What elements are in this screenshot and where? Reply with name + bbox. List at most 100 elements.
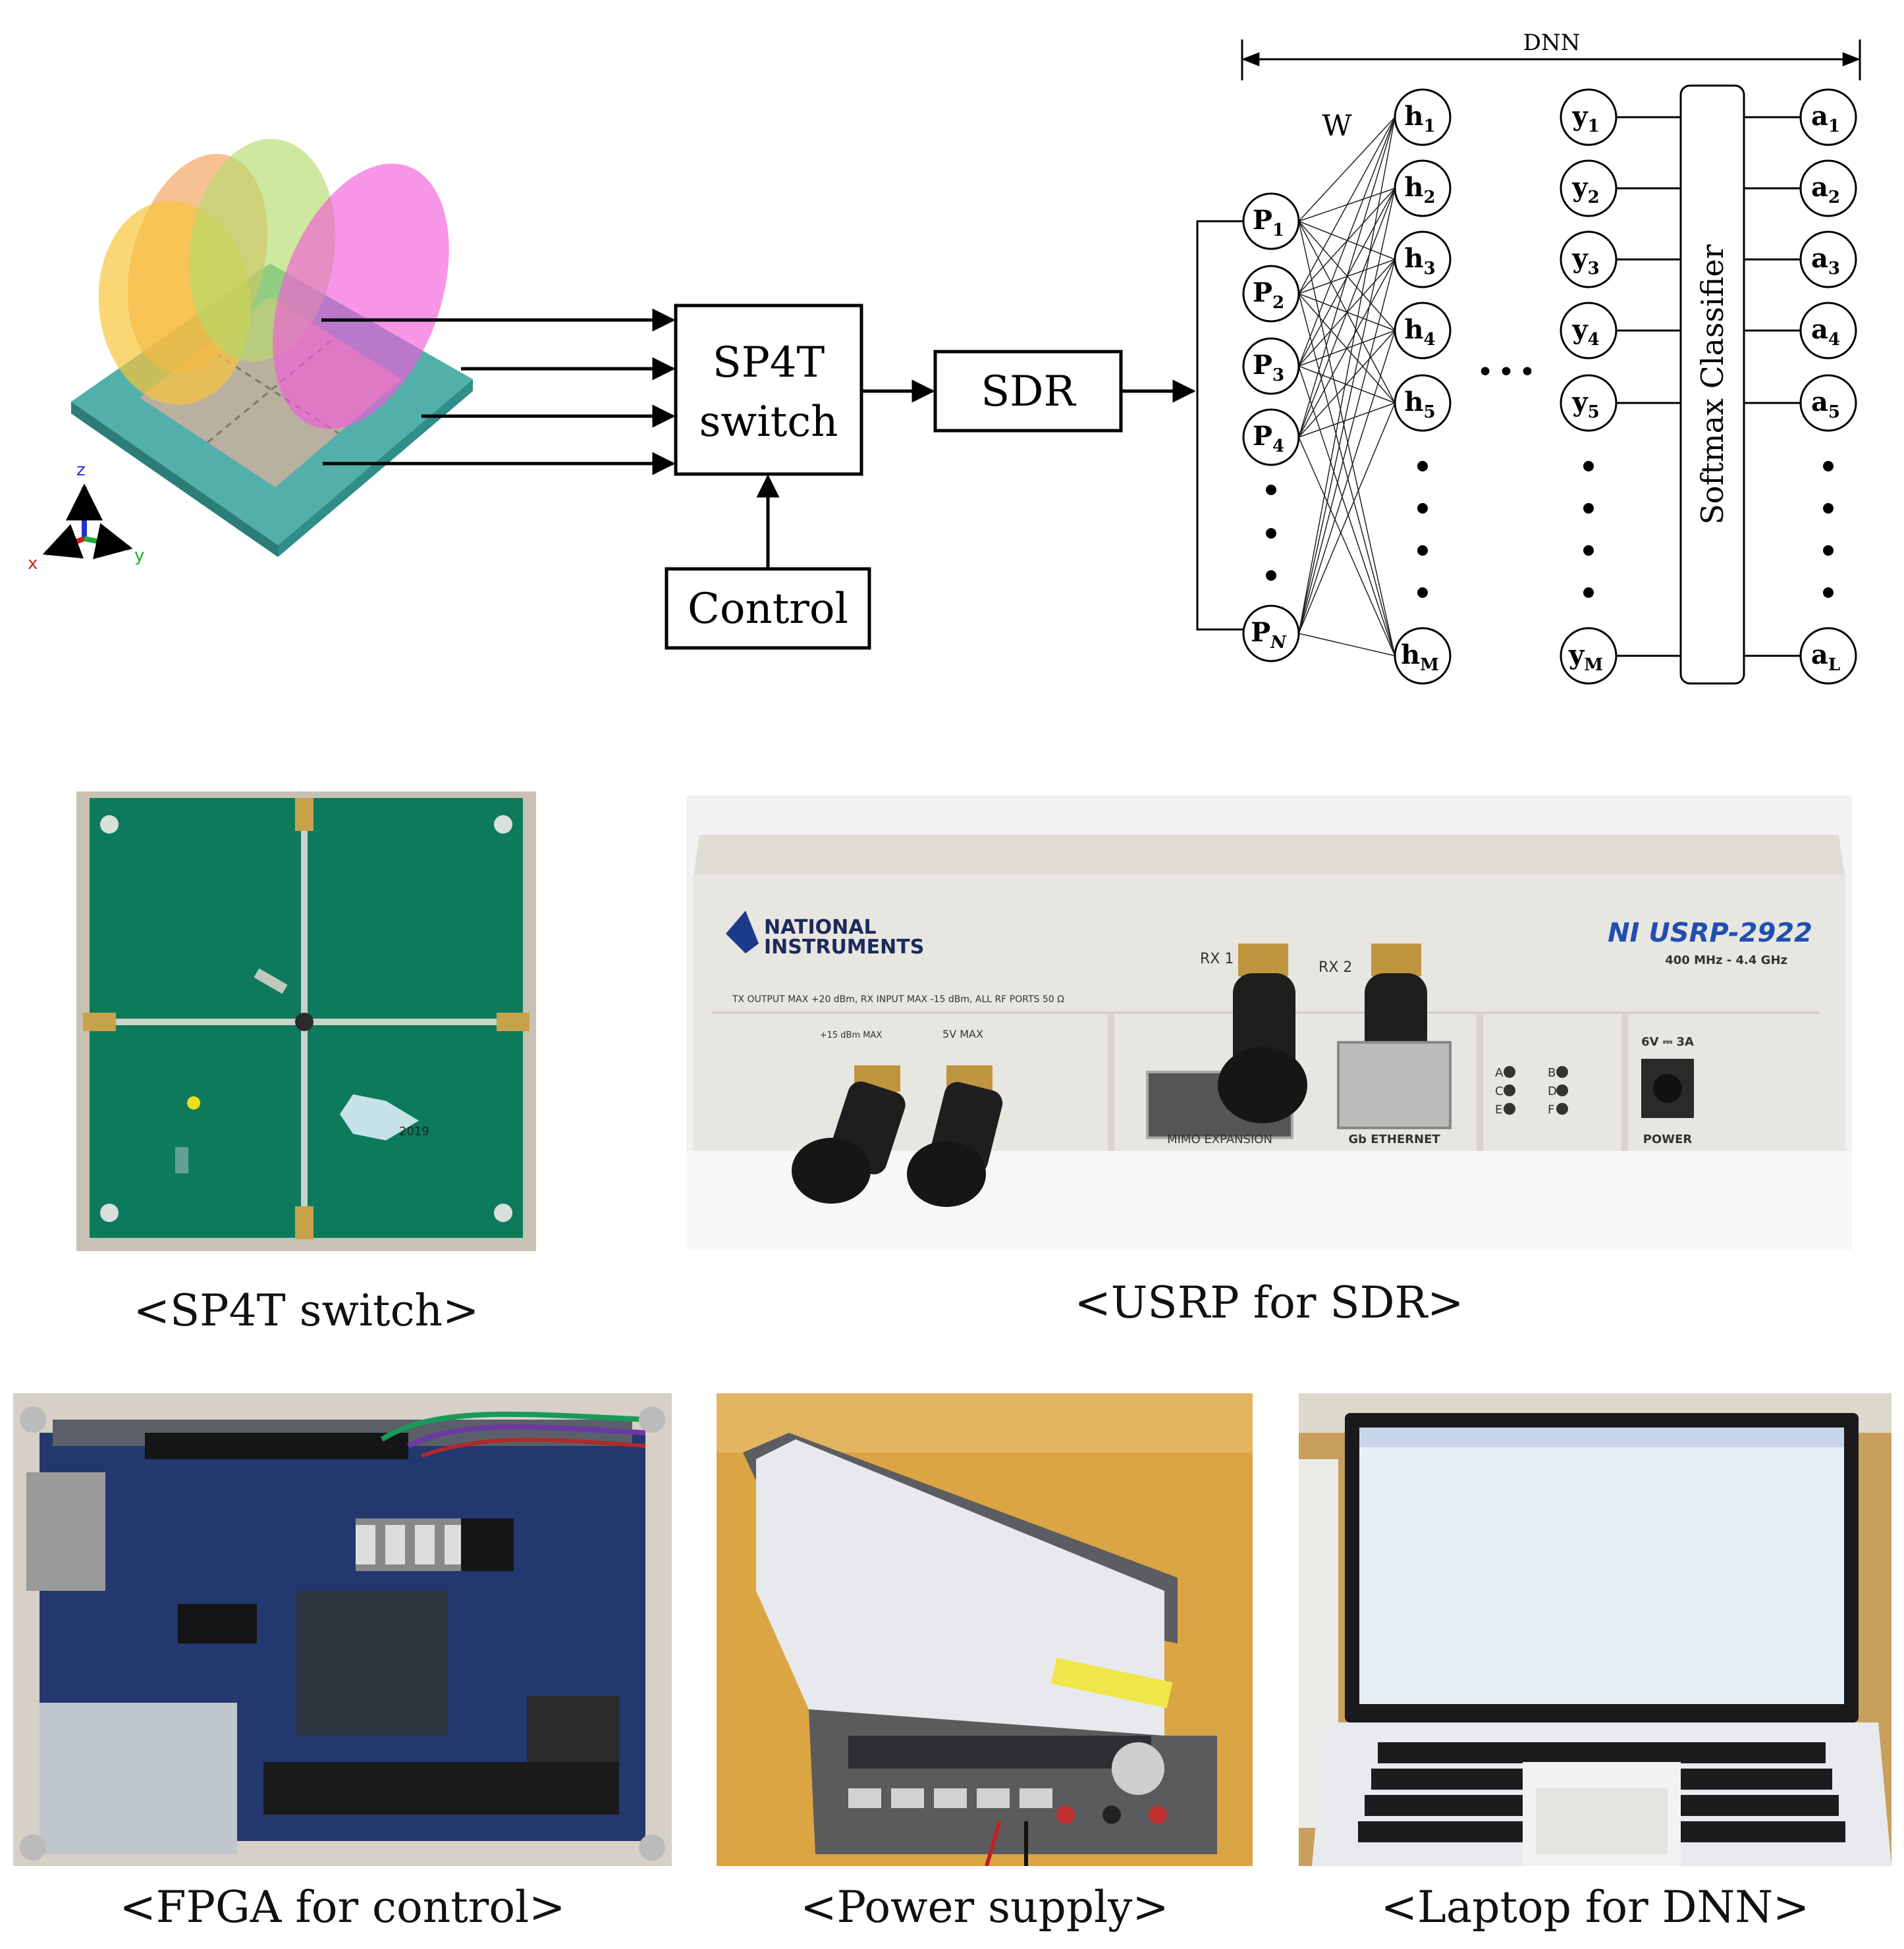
usrp-led-label: E: [1495, 1103, 1502, 1117]
power-supply-caption: <Power supply>: [800, 1882, 1169, 1933]
usrp-photo: NATIONAL INSTRUMENTS NI USRP-2922 400 MH…: [686, 795, 1852, 1250]
ellipsis-dot: [1583, 503, 1594, 514]
usrp-spec-line: TX OUTPUT MAX +20 dBm, RX INPUT MAX -15 …: [732, 994, 1064, 1005]
axis-triad: z x y: [28, 460, 144, 574]
softmax-classifier-block: [1679, 84, 1745, 685]
weight-edge: [1298, 330, 1396, 438]
hidden-node: [1394, 159, 1452, 217]
usrp-brand-line1: NATIONAL: [764, 916, 877, 939]
axis-z-label: z: [76, 460, 86, 480]
class-node: [1799, 159, 1857, 217]
input-node: [1242, 604, 1300, 662]
input-node-label: P1: [1253, 205, 1284, 240]
hidden-node: [1394, 302, 1452, 360]
class-node: [1799, 627, 1857, 685]
ellipsis-dot: [1417, 503, 1428, 514]
ellipsis-dot: [1823, 587, 1834, 598]
ellipsis-dot: [1417, 545, 1428, 556]
weight-edge: [1298, 633, 1396, 656]
ellipsis-dot: [1583, 545, 1594, 556]
weight-edge: [1298, 117, 1396, 438]
weight-edge: [1298, 221, 1396, 656]
weight-label: W: [1322, 109, 1352, 143]
sp4t-label-line1: SP4T: [713, 338, 825, 387]
weight-edge: [1298, 365, 1396, 656]
input-node: [1242, 265, 1300, 323]
weight-edge: [1298, 402, 1396, 438]
input-node-label: PN: [1251, 617, 1287, 653]
hidden-node: [1394, 627, 1452, 685]
ellipsis-dot: [1417, 587, 1428, 598]
sp4t-label-line2: switch: [699, 398, 838, 446]
sp4t-switch-photo: 2019: [76, 791, 536, 1251]
output-node-label: y3: [1571, 243, 1599, 279]
control-block: [665, 567, 871, 650]
class-node: [1799, 88, 1857, 146]
ellipsis-dot: [1266, 528, 1276, 539]
weight-edge: [1298, 330, 1396, 634]
usrp-led-label: D: [1548, 1084, 1557, 1098]
hidden-node: [1394, 230, 1452, 288]
hidden-node: [1394, 374, 1452, 432]
usrp-led-label: B: [1548, 1066, 1556, 1080]
fpga-photo: [13, 1393, 672, 1866]
weight-edge: [1298, 117, 1396, 367]
usrp-power-label: POWER: [1643, 1133, 1693, 1146]
usrp-max-label-1: +15 dBm MAX: [820, 1030, 883, 1040]
control-label: Control: [688, 585, 848, 633]
input-node-label: P2: [1253, 277, 1284, 313]
usrp-ethernet-label: Gb ETHERNET: [1348, 1133, 1440, 1146]
dnn-weight-connections: [1298, 117, 1396, 656]
sp4t-board-label: 2019: [399, 1125, 429, 1138]
hidden-node-label: h4: [1404, 314, 1435, 350]
output-node: [1560, 88, 1618, 146]
softmax-label: Softmax Classifier: [1695, 244, 1730, 524]
usrp-rx2-label: RX 2: [1319, 959, 1352, 976]
dnn-nodes: P1P2P3P4PNh1h2h3h4h5hMy1y2y3y4y5yMa1a2a3…: [1242, 88, 1857, 685]
usrp-freq-range: 400 MHz - 4.4 GHz: [1665, 953, 1787, 967]
output-node-label: y1: [1571, 101, 1599, 136]
laptop-photo: [1299, 1393, 1891, 1866]
sdr-block: [933, 350, 1123, 433]
hidden-node-label: h5: [1404, 387, 1435, 422]
weight-edge: [1298, 402, 1396, 634]
output-node: [1560, 374, 1618, 432]
dnn-span-marker: DNN: [1241, 30, 1861, 80]
usrp-model: NI USRP-2922: [1608, 918, 1812, 948]
weight-edge: [1298, 259, 1396, 438]
input-node-label: P3: [1253, 350, 1284, 385]
weight-edge: [1298, 188, 1396, 634]
ellipsis-dot: [1823, 461, 1834, 471]
hidden-node-label: h3: [1404, 243, 1435, 279]
ellipsis-dot: [1823, 503, 1834, 514]
weight-edge: [1298, 117, 1396, 294]
weight-edge: [1298, 259, 1396, 634]
class-node-label: aL: [1811, 639, 1840, 675]
ellipsis-dot: [1266, 485, 1276, 495]
class-node-label: a3: [1811, 243, 1840, 279]
class-node-label: a2: [1811, 172, 1840, 207]
weight-edge: [1298, 293, 1396, 656]
fpga-caption: <FPGA for control>: [119, 1882, 566, 1933]
class-node-label: a1: [1811, 101, 1840, 136]
output-node: [1560, 159, 1618, 217]
usrp-led-label: C: [1495, 1084, 1504, 1098]
input-distribution-line: [1196, 220, 1271, 631]
ellipsis-dot: [1583, 461, 1594, 471]
antenna-illustration: [71, 138, 473, 557]
usrp-caption: <USRP for SDR>: [1074, 1277, 1464, 1328]
usrp-leds: A B C D E F: [1495, 1066, 1568, 1117]
weight-edge: [1298, 188, 1396, 438]
output-node: [1560, 302, 1618, 360]
usrp-mimo-label: MIMO EXPANSION: [1167, 1133, 1272, 1146]
output-node-label: y5: [1571, 387, 1599, 422]
input-node: [1242, 408, 1300, 466]
class-node: [1799, 230, 1857, 288]
input-node: [1242, 337, 1300, 395]
sp4t-switch-block: [674, 304, 863, 476]
input-node-label: P4: [1253, 421, 1284, 456]
class-node: [1799, 374, 1857, 432]
usrp-brand-line2: INSTRUMENTS: [764, 936, 924, 959]
weight-edge: [1298, 117, 1396, 222]
output-node-label: y2: [1571, 172, 1599, 207]
